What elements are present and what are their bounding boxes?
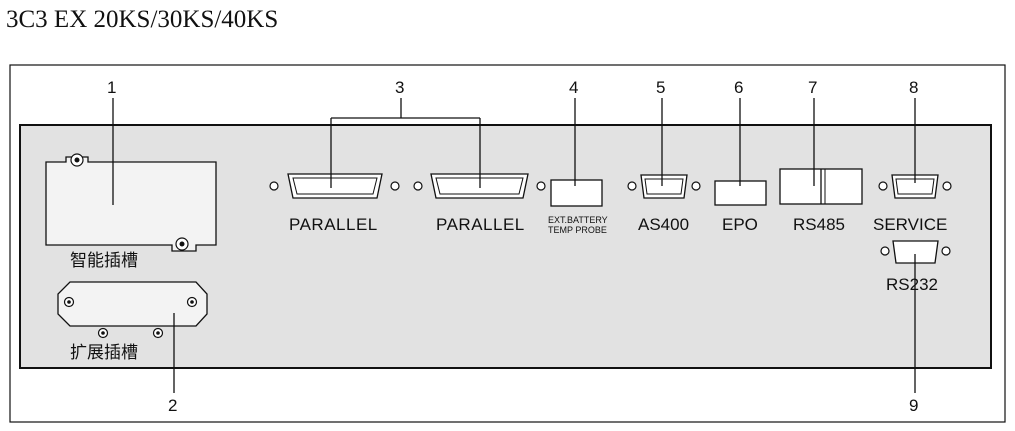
callout-7: 7: [808, 78, 817, 97]
service-label: SERVICE: [873, 215, 947, 234]
callout-3: 3: [395, 78, 404, 97]
as400-port: [627, 174, 701, 199]
callout-2: 2: [168, 396, 177, 415]
rs485-port: [779, 168, 863, 205]
callout-1: 1: [107, 78, 116, 97]
ext-battery-port: [550, 179, 603, 207]
ext-battery-label-line1: EXT.BATTERY: [548, 215, 608, 225]
outer-frame: [9, 64, 1006, 423]
epo-label: EPO: [722, 215, 758, 234]
expansion-slot: [57, 281, 208, 339]
service-port: [878, 174, 952, 199]
smart-slot: [45, 153, 217, 252]
parallel-port-1: [269, 173, 400, 199]
rs232-port: [880, 240, 951, 264]
callout-5: 5: [656, 78, 665, 97]
leader-lines: [112, 98, 916, 393]
callout-6: 6: [734, 78, 743, 97]
smart-slot-label: 智能插槽: [70, 251, 138, 270]
as400-label: AS400: [638, 215, 689, 234]
rs232-label: RS232: [886, 275, 938, 294]
callout-8: 8: [909, 78, 918, 97]
callout-4: 4: [569, 78, 578, 97]
callout-9: 9: [909, 396, 918, 415]
parallel-1-label: PARALLEL: [289, 215, 378, 234]
diagram-title: 3C3 EX 20KS/30KS/40KS: [6, 6, 279, 33]
ext-battery-label-line2: TEMP PROBE: [548, 225, 607, 235]
expansion-slot-label: 扩展插槽: [70, 343, 138, 362]
rs485-label: RS485: [793, 215, 845, 234]
parallel-2-label: PARALLEL: [436, 215, 525, 234]
